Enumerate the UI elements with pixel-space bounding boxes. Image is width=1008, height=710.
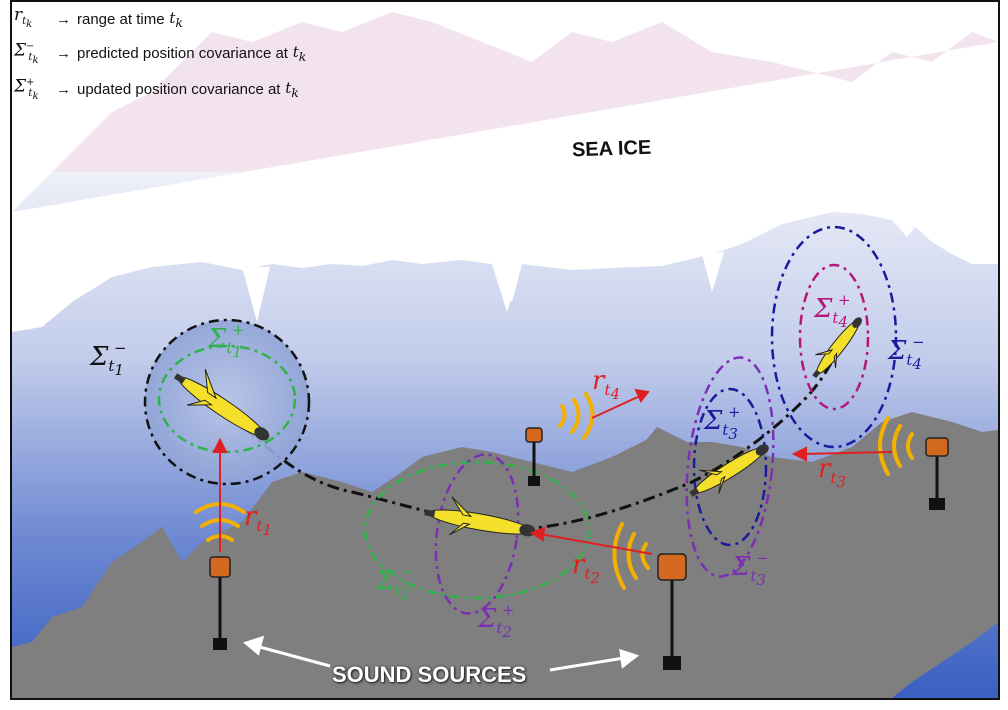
seafloor-bump xyxy=(632,427,687,472)
covariance-ellipse-t3-plus xyxy=(692,387,768,547)
sigma-t4-minus-label: Σt4− xyxy=(888,333,925,374)
sigma-t3-minus-label: Σt3− xyxy=(732,549,769,590)
glider-t3 xyxy=(689,444,769,497)
ice-icicle xyxy=(492,264,522,312)
sound-sources-label: SOUND SOURCES xyxy=(332,662,527,687)
ice-icicle xyxy=(242,267,270,322)
range-label-t4: rt4 xyxy=(592,366,621,404)
arrow-glyph: → xyxy=(56,81,71,99)
legend-symbol: rtk xyxy=(14,5,33,31)
range-label-t2: rt2 xyxy=(572,550,601,588)
glider-t4 xyxy=(812,317,862,379)
sigma-t3-plus-label: Σt3+ xyxy=(704,403,741,444)
legend-text: range at time xyxy=(77,11,165,29)
sound-source-3 xyxy=(657,553,687,670)
legend-tail: tk xyxy=(285,78,299,100)
covariance-ellipse-t3-minus xyxy=(685,356,775,578)
sigma-t2-plus-label: Σt2+ xyxy=(478,601,515,642)
pointer-arrow-left xyxy=(242,635,331,668)
range-arrow-t3 xyxy=(791,446,893,462)
sound-waves-3 xyxy=(612,522,650,590)
covariance-ellipse-t2-plus xyxy=(434,453,520,615)
ice-icicle xyxy=(702,252,724,292)
sound-source-2 xyxy=(525,427,543,486)
legend-text: updated position covariance at xyxy=(77,81,281,99)
range-arrow-t1 xyxy=(212,437,228,552)
range-arrow-t2 xyxy=(529,526,653,555)
legend-text: predicted position covariance at xyxy=(77,45,288,63)
arrow-glyph: → xyxy=(56,45,71,63)
glider-trajectory xyxy=(226,341,844,532)
legend-symbol: Σ−tk xyxy=(14,41,39,67)
sound-waves-4 xyxy=(878,416,914,476)
range-arrow-t4 xyxy=(591,388,650,419)
sigma-t1-minus-label: Σt1− xyxy=(90,339,127,380)
scene-canvas xyxy=(12,2,998,698)
sound-source-1 xyxy=(209,556,231,650)
covariance-ellipse-t4-plus xyxy=(798,263,870,411)
legend-tail: tk xyxy=(169,8,183,30)
covariance-ellipse-t2-minus xyxy=(363,460,591,600)
glider-t1 xyxy=(173,369,270,441)
sea-ice xyxy=(12,2,998,332)
legend-symbol: Σ+tk xyxy=(14,77,39,103)
seafloor xyxy=(12,412,998,698)
sea-ice-label: SEA ICE xyxy=(571,136,652,162)
diagram-frame: rtk → range at time tk Σ−tk → predicted … xyxy=(10,0,1000,700)
arrow-glyph: → xyxy=(56,11,71,29)
pointer-arrow-right xyxy=(549,648,640,672)
range-label-t1: rt1 xyxy=(244,502,273,540)
range-label-t3: rt3 xyxy=(818,454,847,492)
legend-row-predicted: Σ−tk → predicted position covariance at … xyxy=(14,36,306,72)
legend-row-updated: Σ+tk → updated position covariance at tk xyxy=(14,72,306,108)
sound-source-4 xyxy=(925,437,949,510)
legend-row-range: rtk → range at time tk xyxy=(14,4,306,36)
legend-tail: tk xyxy=(292,42,307,64)
sigma-t4-plus-label: Σt4+ xyxy=(814,291,851,332)
legend: rtk → range at time tk Σ−tk → predicted … xyxy=(14,4,306,108)
sigma-t1-plus-label: Σt1+ xyxy=(208,321,245,362)
covariance-ellipse-t4-minus xyxy=(770,225,898,449)
glider-t2 xyxy=(424,496,536,537)
sound-waves-2 xyxy=(558,392,595,440)
sigma-t2-minus-label: Σt2− xyxy=(376,563,413,604)
ice-icicle xyxy=(892,220,917,237)
